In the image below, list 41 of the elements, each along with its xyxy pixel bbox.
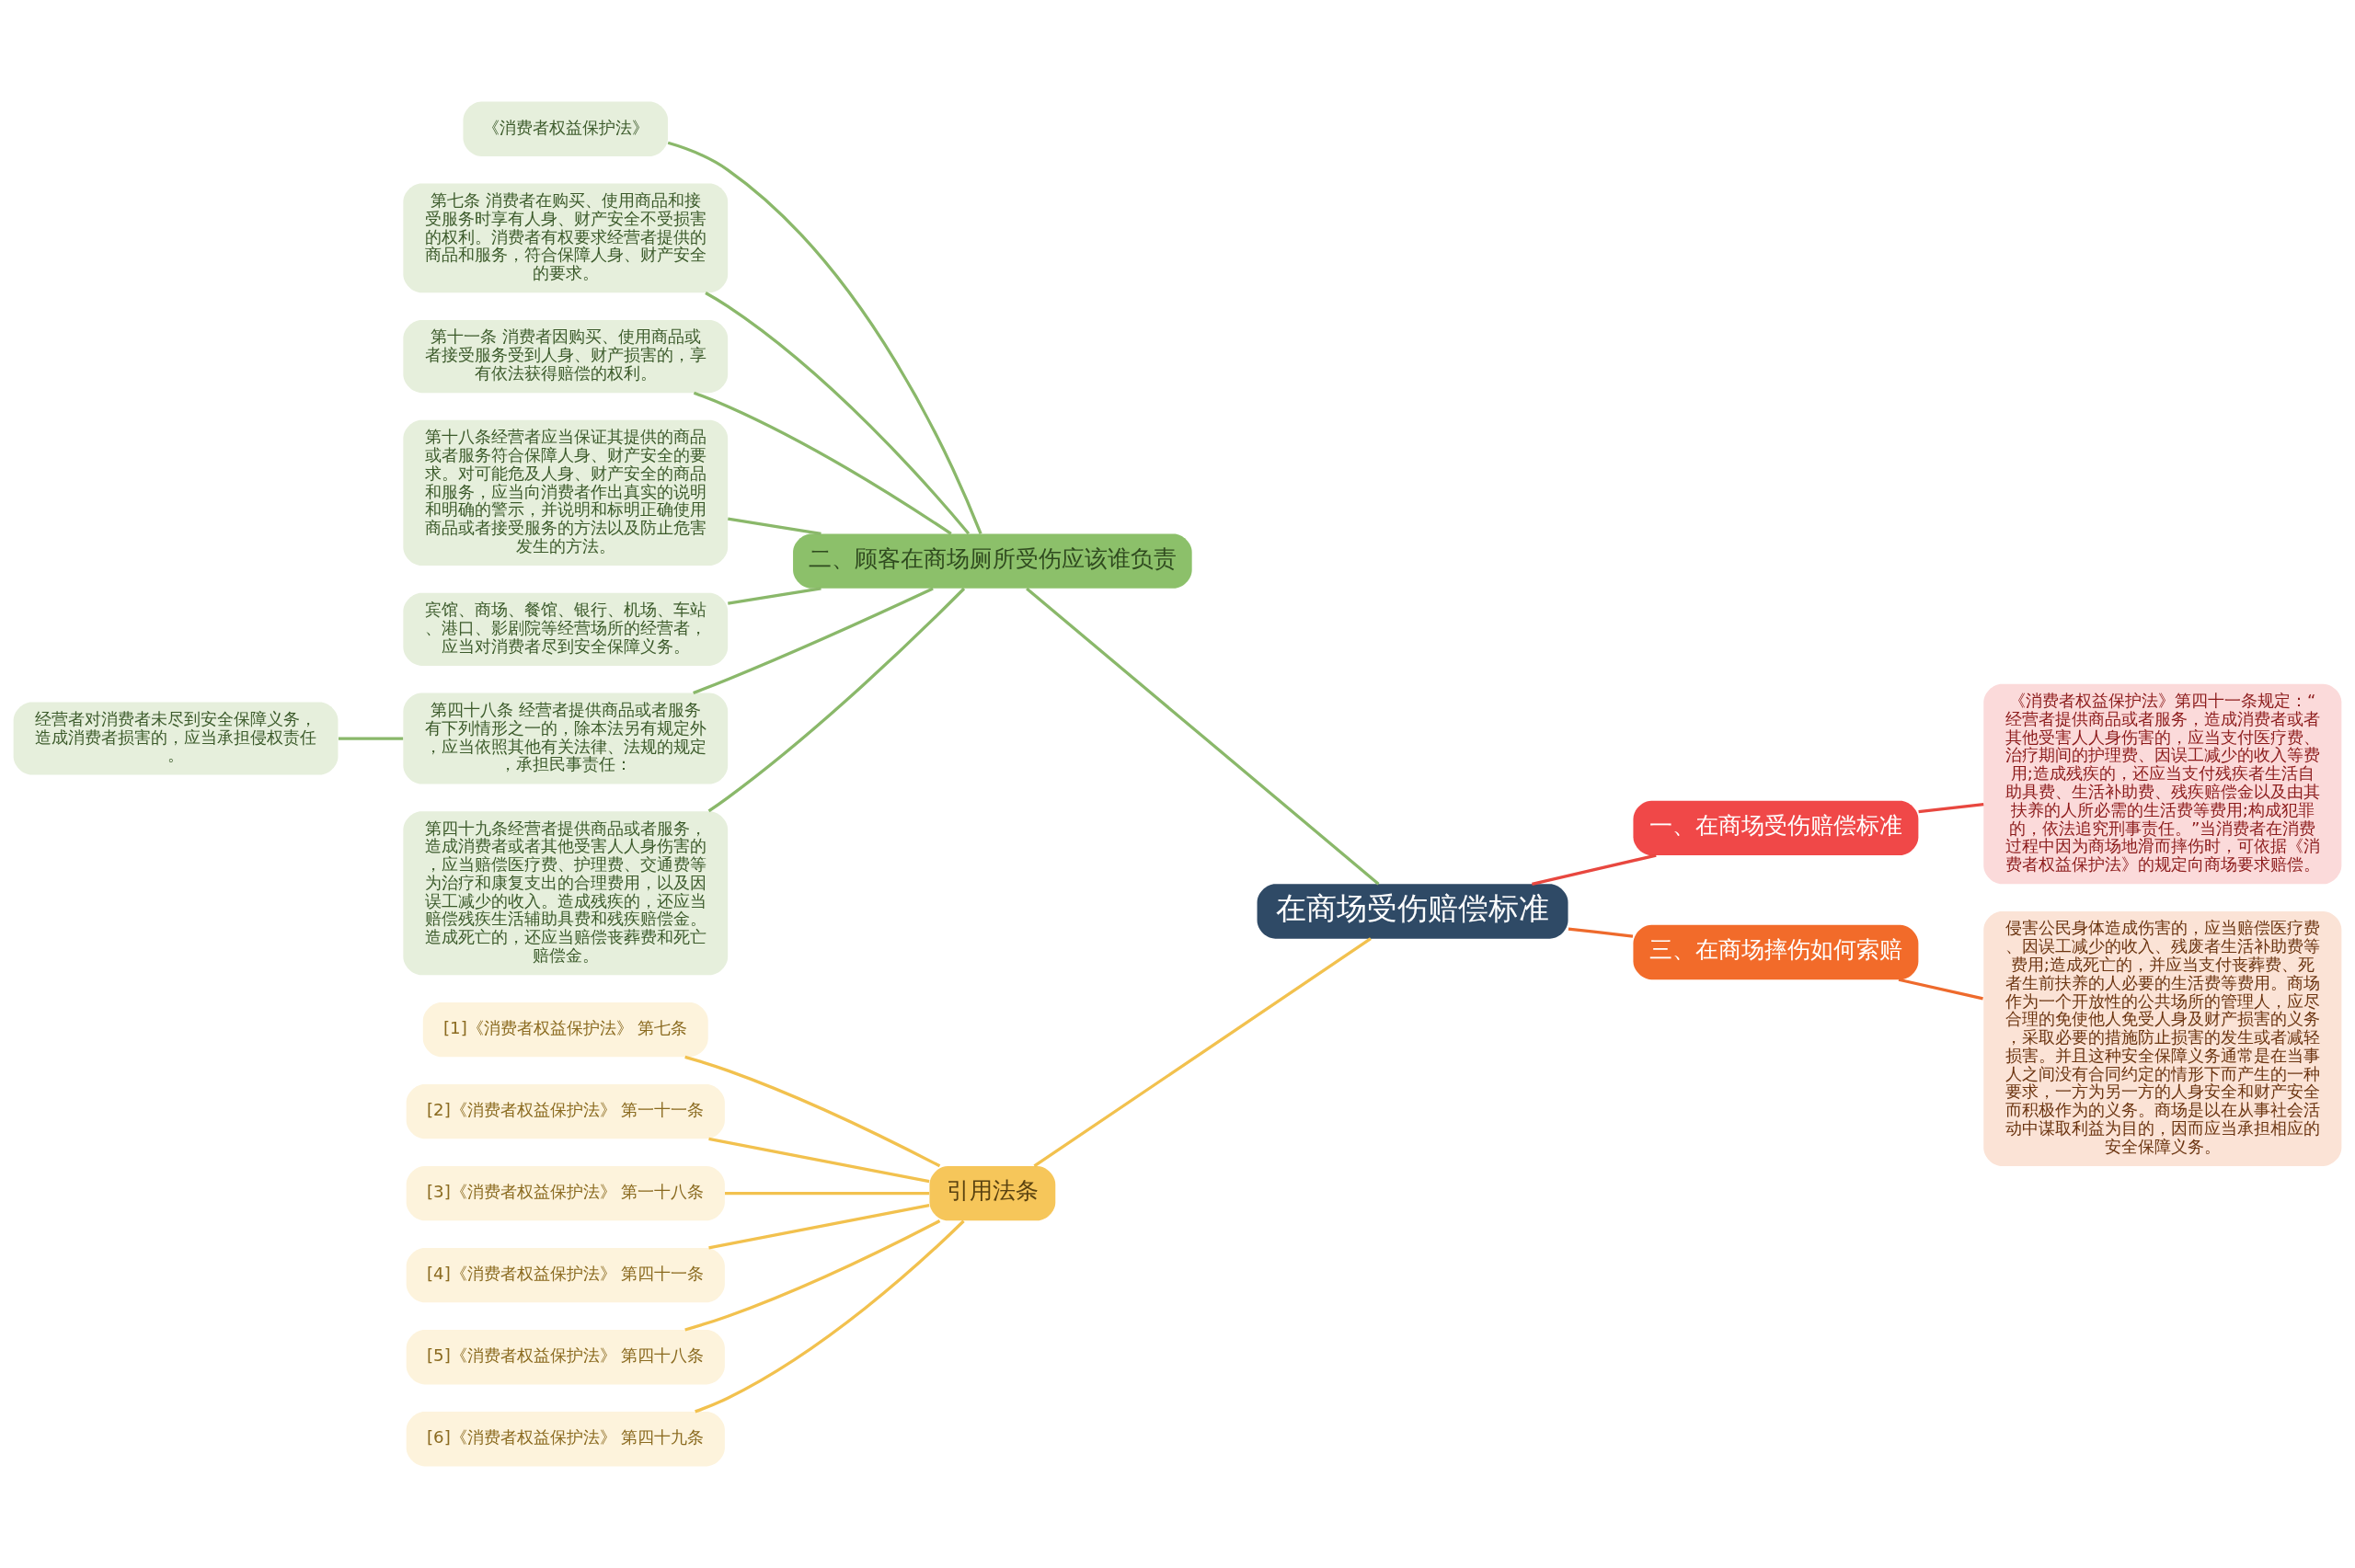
connector [728,517,821,536]
connector [693,391,952,535]
connector [338,737,404,740]
connector [705,292,971,535]
connector [667,141,982,535]
connector [695,1219,965,1413]
connector [1026,587,1380,886]
node-box: [2]《消费者权益保护法》 第一十一条 [406,1083,725,1139]
node-box: [1]《消费者权益保护法》 第七条 [422,1001,708,1058]
node-box: 第四十九条经营者提供商品或者服务，造成消费者或者其他受害人人身伤害的，应当赔偿医疗费、护理费、交通费等为治疗和康复支出的合理费用，以及因误工减少的收入。造成残疾的，还应当赔偿残疾生活辅助具费和残疾赔偿金。造成死亡的，还应当赔偿丧葬费和死亡赔偿金。 [403,811,729,976]
node-box: 二、顾客在商场厕所受伤应该谁负责 [793,533,1192,589]
connector [728,587,821,605]
node-box: 第十八条经营者应当保证其提供的商品或者服务符合保障人身、财产安全的要求。对可能危及人身、财产安全的商品和服务，应当向消费者作出真实的说明和明确的警示，并说明和标明正确使用商品或者接受服务的方法以及防止危害发生的方法。 [403,419,729,567]
node-box: 在商场受伤赔偿标准 [1257,884,1568,939]
node-box: [3]《消费者权益保护法》 第一十八条 [406,1165,725,1221]
connector [1898,978,1983,1001]
node-box: 引用法条 [929,1165,1056,1221]
node-box: 三、在商场摔伤如何索赔 [1633,924,1919,980]
connector [708,1137,930,1184]
node-box: [4]《消费者权益保护法》 第四十一条 [406,1248,725,1303]
node-box: 经营者对消费者未尽到安全保障义务，造成消费者损害的，应当承担侵权责任。 [13,702,339,775]
connector [693,587,934,695]
connector [725,1192,930,1196]
node-box: 《消费者权益保护法》第四十一条规定：“经营者提供商品或者服务，造成消费者或者其他受害人人身伤害的，应当支付医疗费、治疗期间的护理费、因误工减少的收入等费用;造成残疾的，还应当支付残疾者生活自助具费、生活补助费、残疾赔偿金以及由其扶养的人所必需的生活费等费用;构成犯罪的，依法追究刑事责任。”当消费者在消费过程中因为商场地滑而摔伤时，可依据《消费者权益保护法》的规定向商场要求赔偿。 [1983,683,2342,885]
node-box: [6]《消费者权益保护法》 第四十九条 [406,1412,725,1467]
node-box: 第七条 消费者在购买、使用商品和接受服务时享有人身、财产安全不受损害的权利。消费者有权要求经营者提供的商品和服务，符合保障人身、财产安全的要求。 [403,183,729,293]
connector [1918,802,1984,814]
connector [708,1204,930,1250]
node-box: [5]《消费者权益保护法》 第四十八条 [406,1330,725,1385]
connector [707,587,966,813]
connector [1568,927,1634,938]
connector [1033,937,1372,1168]
node-box: 宾馆、商场、餐馆、银行、机场、车站、港口、影剧院等经营场所的经营者，应当对消费者尽到安全保障义务。 [403,592,729,666]
node-box: 《消费者权益保护法》 [463,101,669,156]
node-box: 侵害公民身体造成伤害的，应当赔偿医疗费、因误工减少的收入、残废者生活补助费等费用;造成死亡的，并应当支付丧葬费、死者生前扶养的人必要的生活费等费用。商场作为一个开放性的公共场所的管理人，应尽合理的免使他人免受人身及财产损害的义务，采取必要的措施防止损害的发生或者减轻损害。并且这种安全保障义务通常是在当事人之间没有合同约定的情形下而产生的一种要求，一方为另一方的人身安全和财产安全而积极作为的义务。商场是以在从事社会活动中谋取利益为目的，因而应当承担相应的安全保障义务。 [1983,911,2342,1166]
connector [684,1219,941,1332]
node-box: 一、在商场受伤赔偿标准 [1633,800,1919,855]
connector [684,1055,941,1168]
node-box: 第四十八条 经营者提供商品或者服务有下列情形之一的，除本法另有规定外，应当依照其他有关法律、法规的规定，承担民事责任： [403,692,729,784]
connector [1532,853,1657,886]
node-box: 第十一条 消费者因购买、使用商品或者接受服务受到人身、财产损害的，享有依法获得赔偿的权利。 [403,320,729,394]
